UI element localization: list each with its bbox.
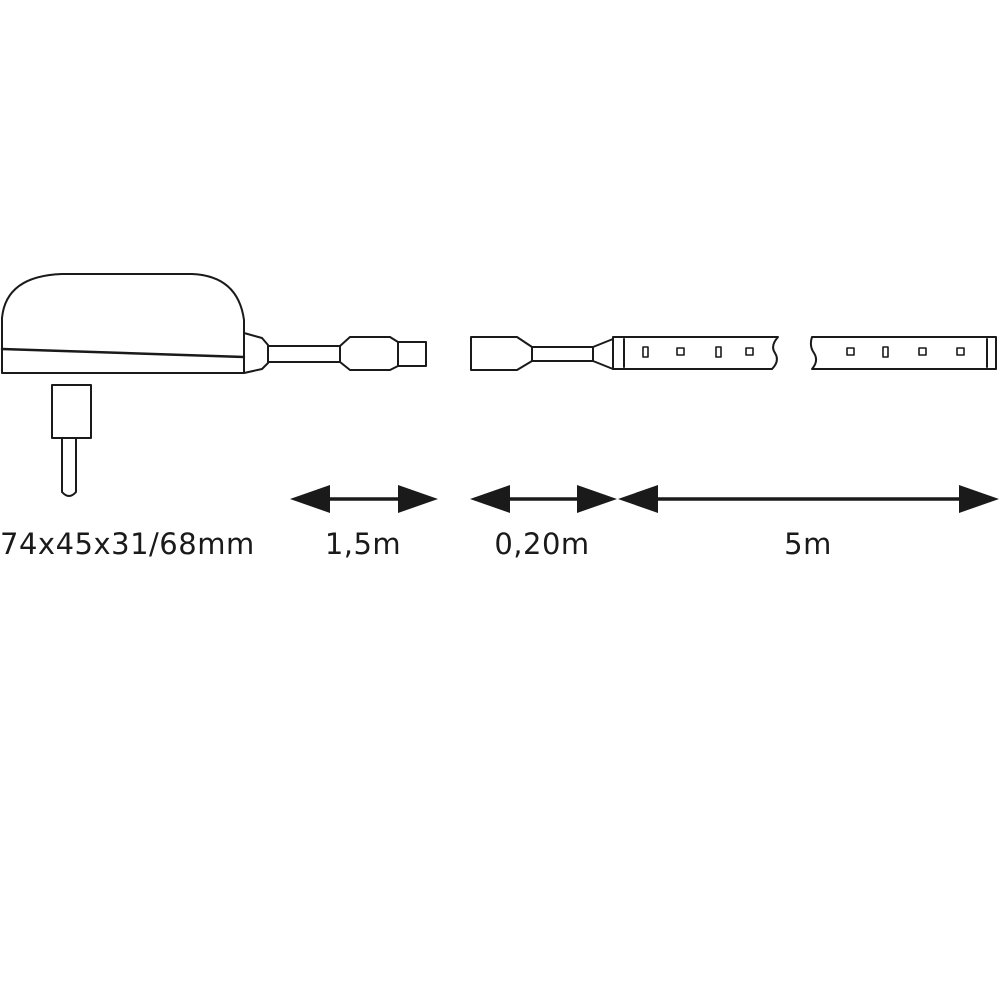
adapter-cable: [267, 345, 341, 363]
arrowhead-strip-right: [959, 485, 999, 513]
arrowhead-adapter-left: [290, 485, 330, 513]
adapter-seam: [0, 347, 246, 359]
led-strip-segment-1: [612, 336, 779, 370]
arrowhead-connector-right: [577, 485, 617, 513]
arrowhead-connector-left: [470, 485, 510, 513]
connector-cable-length-label: 0,20m: [494, 527, 590, 561]
arrowhead-strip-left: [618, 485, 658, 513]
power-adapter: [0, 273, 269, 497]
connector-cable: [531, 346, 594, 362]
adapter-dimensions-label: 74x45x31/68mm: [0, 527, 255, 561]
led-strip-segment-2: [809, 336, 997, 370]
adapter-strain-relief: [243, 332, 269, 374]
adapter-cable-length-label: 1,5m: [324, 527, 402, 561]
plug-base: [51, 384, 92, 439]
adapter-body: [1, 273, 245, 374]
strip-length-label: 5m: [784, 527, 832, 561]
strip-end-cap: [592, 338, 614, 370]
female-connector: [470, 336, 533, 371]
arrowhead-adapter-right: [398, 485, 438, 513]
male-connector: [339, 336, 427, 371]
plug-pin: [61, 437, 77, 497]
